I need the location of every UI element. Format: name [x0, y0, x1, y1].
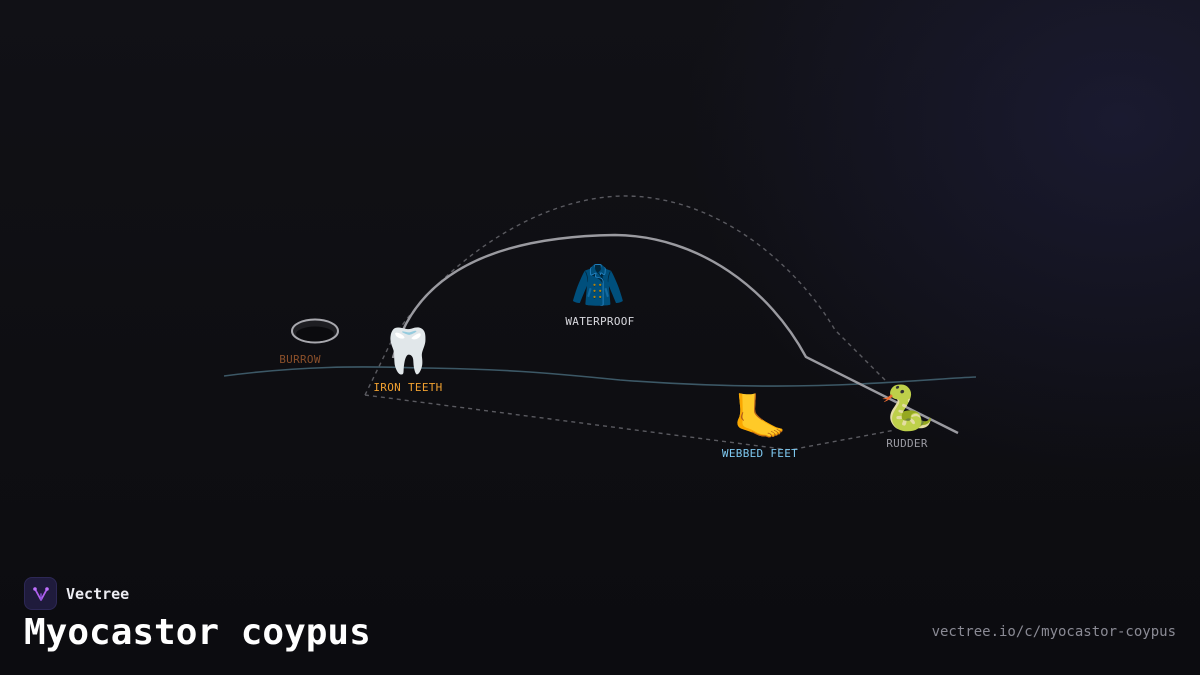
label-iron-teeth: IRON TEETH — [373, 381, 443, 394]
brand: Vectree — [24, 577, 129, 610]
dashed-outline — [364, 195, 886, 396]
label-burrow: BURROW — [279, 353, 321, 366]
label-webbed-feet: WEBBED FEET — [721, 447, 799, 460]
brand-name: Vectree — [66, 584, 130, 603]
label-rudder: RUDDER — [886, 437, 928, 450]
body-outline — [391, 233, 959, 435]
foot-icon: 🦶 — [732, 392, 788, 443]
dashed-underline — [364, 394, 896, 451]
snake-icon: 🐍 — [879, 383, 935, 434]
tooth-icon: 🦷 — [380, 326, 436, 377]
water-line — [223, 366, 977, 387]
label-waterproof: WATERPROOF — [565, 315, 635, 328]
page-url[interactable]: vectree.io/c/myocastor-coypus — [931, 624, 1176, 640]
coat-icon: 🧥 — [570, 260, 626, 311]
page-title: Myocastor coypus — [24, 612, 371, 653]
burrow-hole-icon — [291, 318, 339, 344]
vectree-logo-icon — [24, 577, 57, 610]
